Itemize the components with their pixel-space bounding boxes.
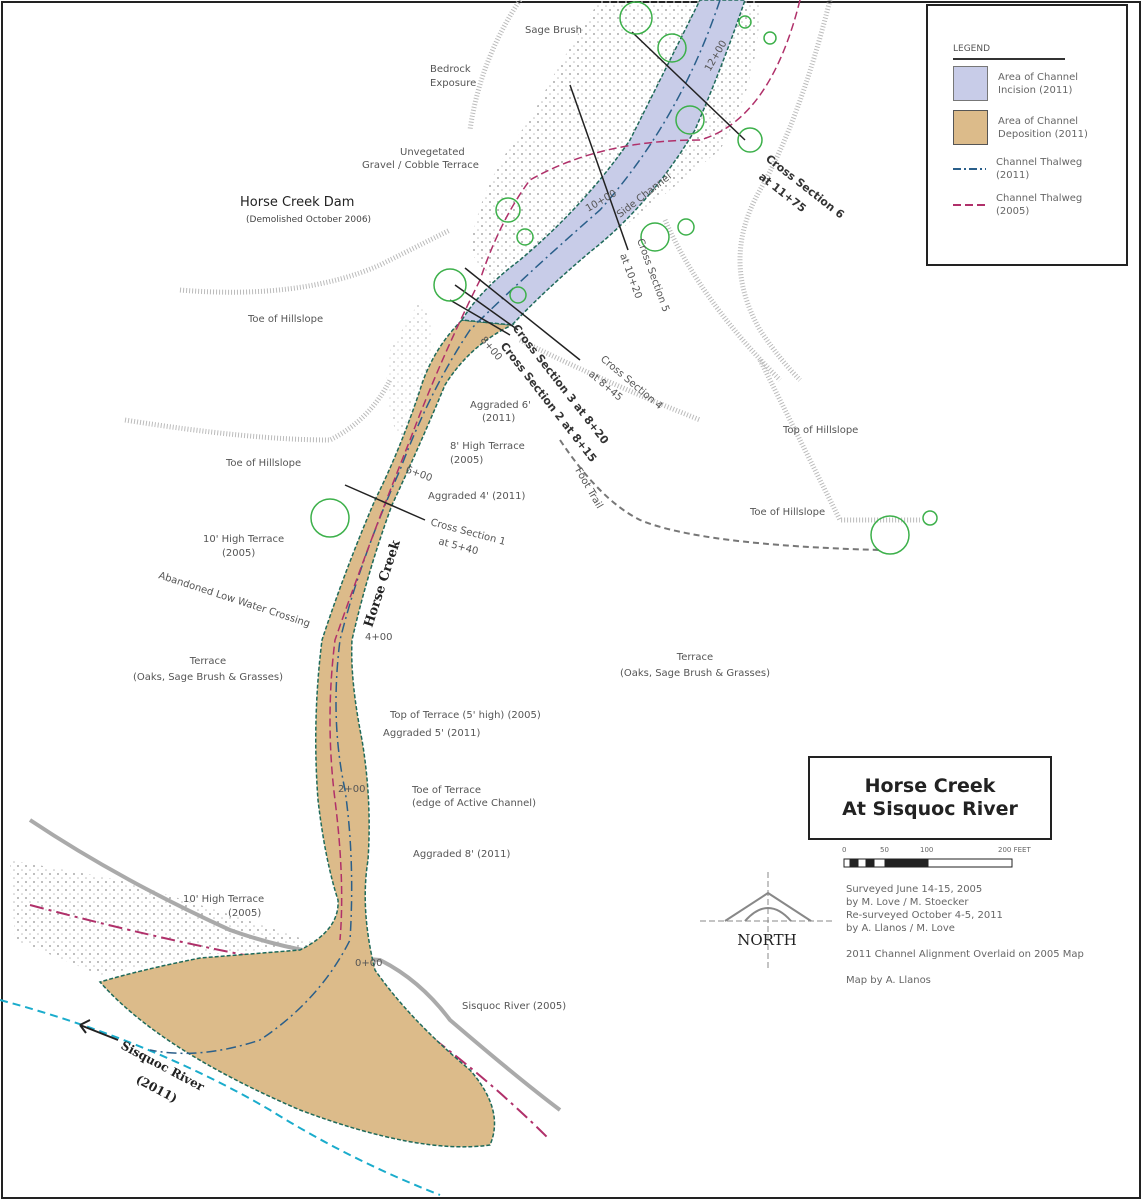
label-aggraded6-1: Aggraded 6' [470,400,531,411]
label-sage-brush: Sage Brush [525,25,582,36]
label-bedrock-1: Bedrock [430,64,471,75]
legend-item-thalweg-2011: Channel Thalweg (2011) [953,156,1106,182]
label-terrace-right-2: (Oaks, Sage Brush & Grasses) [620,668,770,679]
label-toe-hillslope-1: Toe of Hillslope [247,314,323,325]
tree-icons [310,1,938,555]
title-line-1: Horse Creek [864,775,996,797]
gravel-terrace-lower [10,860,320,975]
title-line-2: At Sisquoc River [842,798,1018,820]
channel-deposition-area [98,319,515,1148]
label-terrace10b-1: 10' High Terrace [183,894,264,905]
label-top-hillslope: Top of Hillslope [782,425,858,436]
label-xs5-1: Cross Section 5 [634,237,671,313]
legend-heading: LEGEND [953,44,991,54]
legend: LEGEND Area of Channel Incision (2011) A… [926,4,1128,266]
label-terrace10a-1: 10' High Terrace [203,534,284,545]
foot-trail [559,439,881,551]
legend-label: Area of Channel Deposition (2011) [998,115,1088,140]
label-aggraded5: Aggraded 5' (2011) [383,728,480,739]
label-top-terrace: Top of Terrace (5' high) (2005) [389,710,541,721]
channel-incision-area [460,0,746,326]
label-xs5-2: at 10+20 [617,252,643,300]
map-title: Horse Creek At Sisquoc River [808,756,1052,840]
note: Map by A. Llanos [846,975,931,986]
legend-label: Channel Thalweg (2005) [996,193,1083,217]
label-terrace8-1: 8' High Terrace [450,441,525,452]
label-toe-hillslope-3: Toe of Hillslope [749,507,825,518]
label-terrace-left-2: (Oaks, Sage Brush & Grasses) [133,672,283,683]
label-dam: Horse Creek Dam [240,195,354,210]
station-6: 6+00 [404,464,434,484]
label-dam-sub: (Demolished October 2006) [246,215,371,225]
label-aggraded4: Aggraded 4' (2011) [428,491,525,502]
note: 2011 Channel Alignment Overlaid on 2005 … [846,949,1084,960]
thalweg-2011-line-icon [953,168,986,170]
label-toe-hillslope-2: Toe of Hillslope [225,458,301,469]
scale-tick-0: 0 [842,846,847,854]
legend-item-thalweg-2005: Channel Thalweg (2005) [953,192,1106,218]
legend-label: Area of Channel Incision (2011) [998,71,1079,96]
label-terrace-left-1: Terrace [189,656,226,667]
label-terrace10a-2: (2005) [222,548,255,559]
incision-swatch [953,66,988,101]
legend-item-incision: Area of Channel Incision (2011) [953,66,1108,101]
label-aggraded8: Aggraded 8' (2011) [413,849,510,860]
label-bedrock-2: Exposure [430,78,476,89]
thalweg-2011 [149,0,721,1055]
station-0: 0+00 [355,958,382,969]
north-arrow-icon [700,872,835,968]
label-terrace8-2: (2005) [450,455,483,466]
label-aggraded6-2: (2011) [482,413,515,424]
label-low-water: Abandoned Low Water Crossing [157,570,311,629]
label-gravel-2: Gravel / Cobble Terrace [362,160,479,171]
survey-notes: Surveyed June 14-15, 2005 by M. Love / M… [846,883,1084,987]
scale-tick-200: 200 FEET [998,846,1031,854]
label-toe-terrace-2: (edge of Active Channel) [412,798,536,809]
station-4: 4+00 [365,632,392,643]
flow-arrow-icon [79,1019,119,1041]
label-sisquoc-2005: Sisquoc River (2005) [462,1001,566,1012]
scale-tick-100: 100 [920,846,934,854]
station-2: 2+00 [338,784,365,795]
note: Surveyed June 14-15, 2005 [846,884,983,895]
legend-label: Channel Thalweg (2011) [996,157,1083,181]
north-label: NORTH [737,931,797,949]
label-gravel-1: Unvegetated [400,147,465,158]
note: Re-surveyed October 4-5, 2011 [846,910,1003,921]
note: by A. Llanos / M. Love [846,923,955,934]
legend-rule [953,58,1065,60]
deposition-swatch [953,110,988,145]
label-terrace10b-2: (2005) [228,908,261,919]
thalweg-2005-line-icon [953,204,986,206]
note: by M. Love / M. Stoecker [846,897,969,908]
label-toe-terrace-1: Toe of Terrace [411,785,481,796]
cross-section-lines [344,31,746,521]
legend-item-deposition: Area of Channel Deposition (2011) [953,110,1108,145]
label-terrace-right-1: Terrace [676,652,713,663]
scale-bar [843,858,1013,868]
hillslope-lines [124,0,920,523]
scale-tick-50: 50 [880,846,889,854]
